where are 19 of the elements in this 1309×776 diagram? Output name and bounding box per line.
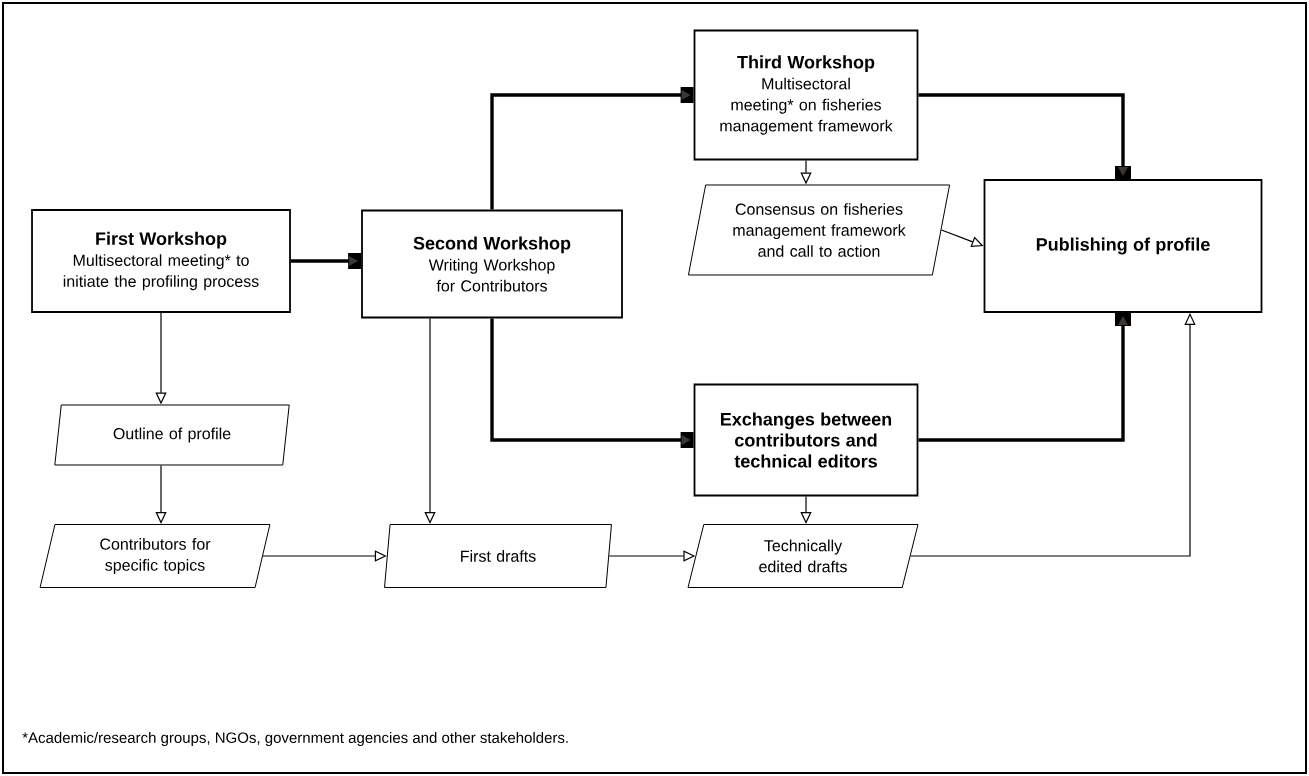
data-parallelogram: Outline of profile <box>54 404 290 466</box>
arrow <box>290 253 362 269</box>
arrow <box>800 495 812 524</box>
data-parallelogram: First drafts <box>384 524 612 588</box>
arrow <box>424 317 436 524</box>
data-parallelogram: Technically edited drafts <box>687 524 919 588</box>
arrow <box>918 312 1131 442</box>
data-parallelogram: Consensus on fisheries management framework and call to action <box>687 184 951 276</box>
process-box: Exchanges between contributors and technical editors <box>693 383 919 497</box>
footnote: *Academic/research groups, NGOs, government agencies and other stakeholders. <box>22 732 568 746</box>
arrow <box>918 93 1131 180</box>
process-box: First Workshop Multisectoral meeting* to initiate the profiling process <box>31 209 291 313</box>
process-box: Second Workshop Writing Workshop for Contributors <box>361 209 623 319</box>
arrow <box>490 318 694 448</box>
arrow <box>155 464 167 524</box>
process-box: Third Workshop Multisectoral meeting* on fisheries management framework <box>693 29 919 161</box>
arrow <box>490 87 694 210</box>
data-parallelogram: Contributors for specific topics <box>39 524 271 588</box>
process-box: Publishing of profile <box>983 179 1263 313</box>
